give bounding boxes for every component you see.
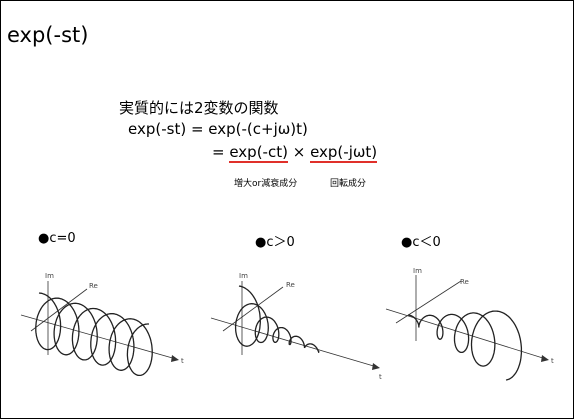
t-axis-label: t <box>379 373 382 381</box>
bullet-icon: ● <box>38 231 50 246</box>
case-text: c=0 <box>49 231 76 246</box>
case-text: c＜0 <box>412 235 441 250</box>
equation-line-2: = exp(-ct) × exp(-jωt) <box>212 143 378 163</box>
helix-curve <box>408 310 523 381</box>
re-axis-label: Re <box>89 282 98 290</box>
re-axis <box>222 286 284 332</box>
bullet-icon: ● <box>255 235 267 250</box>
re-axis-label: Re <box>460 278 469 286</box>
re-axis <box>395 280 462 324</box>
growth-term: exp(-ct) <box>229 143 288 163</box>
re-axis <box>30 288 88 332</box>
t-arrow-icon <box>541 355 549 362</box>
times-sign: × <box>287 143 311 161</box>
bullet-icon: ● <box>401 235 413 250</box>
t-axis <box>210 317 378 368</box>
equation-line-1: exp(-st) = exp(-(c+jω)t) <box>128 120 308 138</box>
re-axis-label: Re <box>286 281 295 289</box>
t-axis-label: t <box>551 357 554 365</box>
helix-plot-constant: Im Re t <box>20 272 184 377</box>
case-label-c-positive: ●c＞0 <box>255 231 295 250</box>
case-label-c-zero: ●c=0 <box>38 231 76 246</box>
t-axis <box>20 314 177 360</box>
equation-prefix: = <box>212 143 230 161</box>
rotation-note: 回転成分 <box>330 179 367 189</box>
helix-plot-decaying: Im Re t <box>210 272 382 381</box>
case-label-c-negative: ●c＜0 <box>401 231 441 250</box>
case-text: c＞0 <box>266 235 295 250</box>
t-axis <box>385 308 547 360</box>
rotation-term: exp(-jωt) <box>310 143 378 163</box>
im-axis-label: Im <box>413 267 422 275</box>
growth-note: 増大or減衰成分 <box>234 179 298 189</box>
im-axis-label: Im <box>239 272 248 280</box>
t-arrow-icon <box>171 355 179 362</box>
slide-title: exp(-st) <box>7 23 89 47</box>
t-axis-label: t <box>181 357 184 365</box>
t-arrow-icon <box>372 363 380 370</box>
im-axis-label: Im <box>45 272 54 280</box>
helix-curve <box>234 285 320 353</box>
helix-plot-growing: Im Re t <box>385 267 554 381</box>
slide-subtitle: 実質的には2変数の関数 <box>119 99 279 117</box>
helix-curve <box>35 292 153 377</box>
